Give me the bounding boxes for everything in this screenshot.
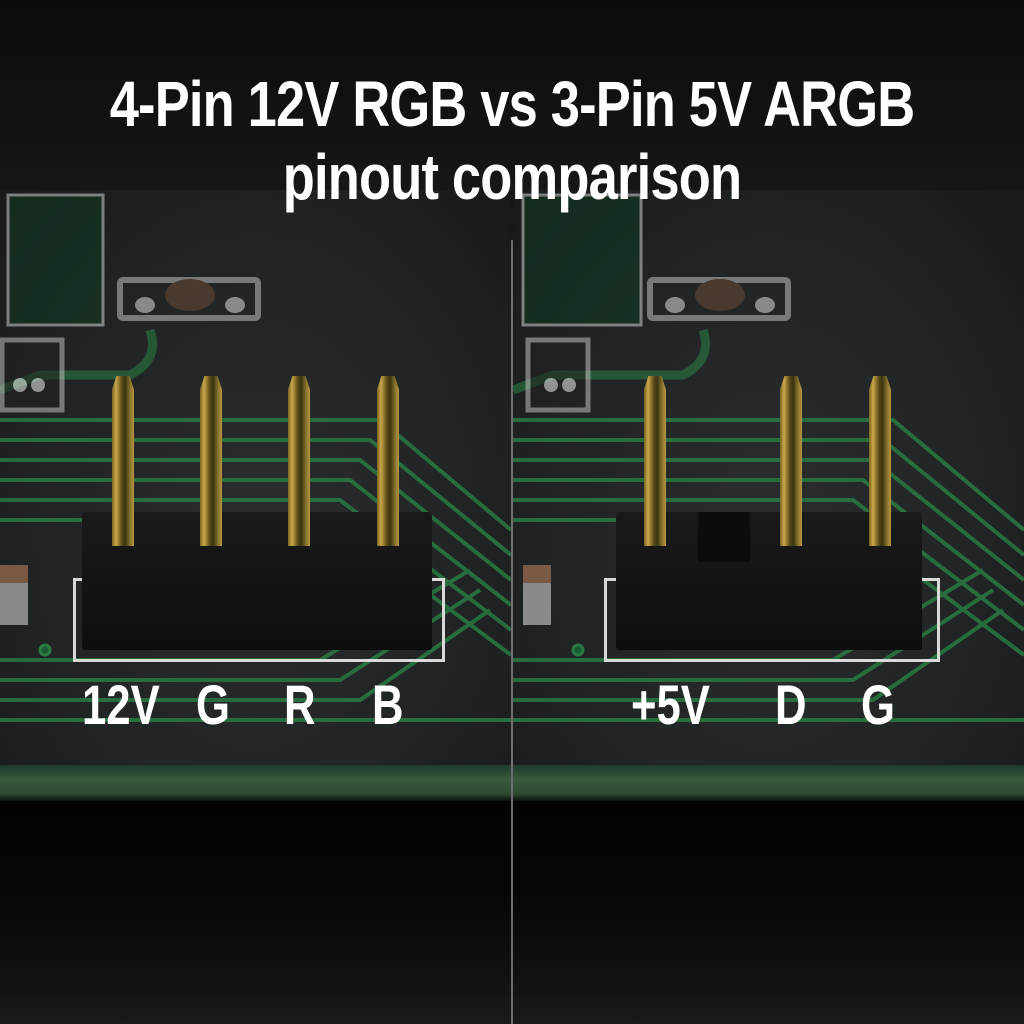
4pin-header-housing: [82, 512, 432, 650]
pin-label-g: G: [861, 673, 895, 736]
pin-g: [869, 376, 891, 546]
pin-label-r: R: [284, 673, 316, 736]
panel-4pin-rgb: 12V G R B: [0, 0, 511, 1024]
background-surface: [0, 801, 511, 1024]
pin-r: [288, 376, 310, 546]
pcb-edge: [0, 765, 511, 801]
panel-divider: [511, 240, 513, 1024]
pin-label-b: B: [372, 673, 404, 736]
pcb-traces: [0, 193, 511, 722]
pin-label-g: G: [196, 673, 230, 736]
background-surface: [513, 801, 1024, 1024]
pin-d: [780, 376, 802, 546]
header-key-notch: [698, 512, 750, 562]
title-line-1: 4-Pin 12V RGB vs 3-Pin 5V ARGB: [109, 68, 915, 140]
pcb-traces: [513, 193, 1024, 722]
pin-label-5v: +5V: [631, 673, 710, 736]
pin-g: [200, 376, 222, 546]
title-line-2: pinout comparison: [282, 141, 742, 213]
pin-label-12v: 12V: [82, 673, 160, 736]
pin-b: [377, 376, 399, 546]
pcb-edge: [513, 765, 1024, 801]
pin-5v: [644, 376, 666, 546]
page-title: 4-Pin 12V RGB vs 3-Pin 5V ARGB pinout co…: [92, 68, 932, 214]
panel-3pin-argb: +5V D G: [513, 0, 1024, 1024]
pin-12v: [112, 376, 134, 546]
pin-label-d: D: [775, 673, 807, 736]
